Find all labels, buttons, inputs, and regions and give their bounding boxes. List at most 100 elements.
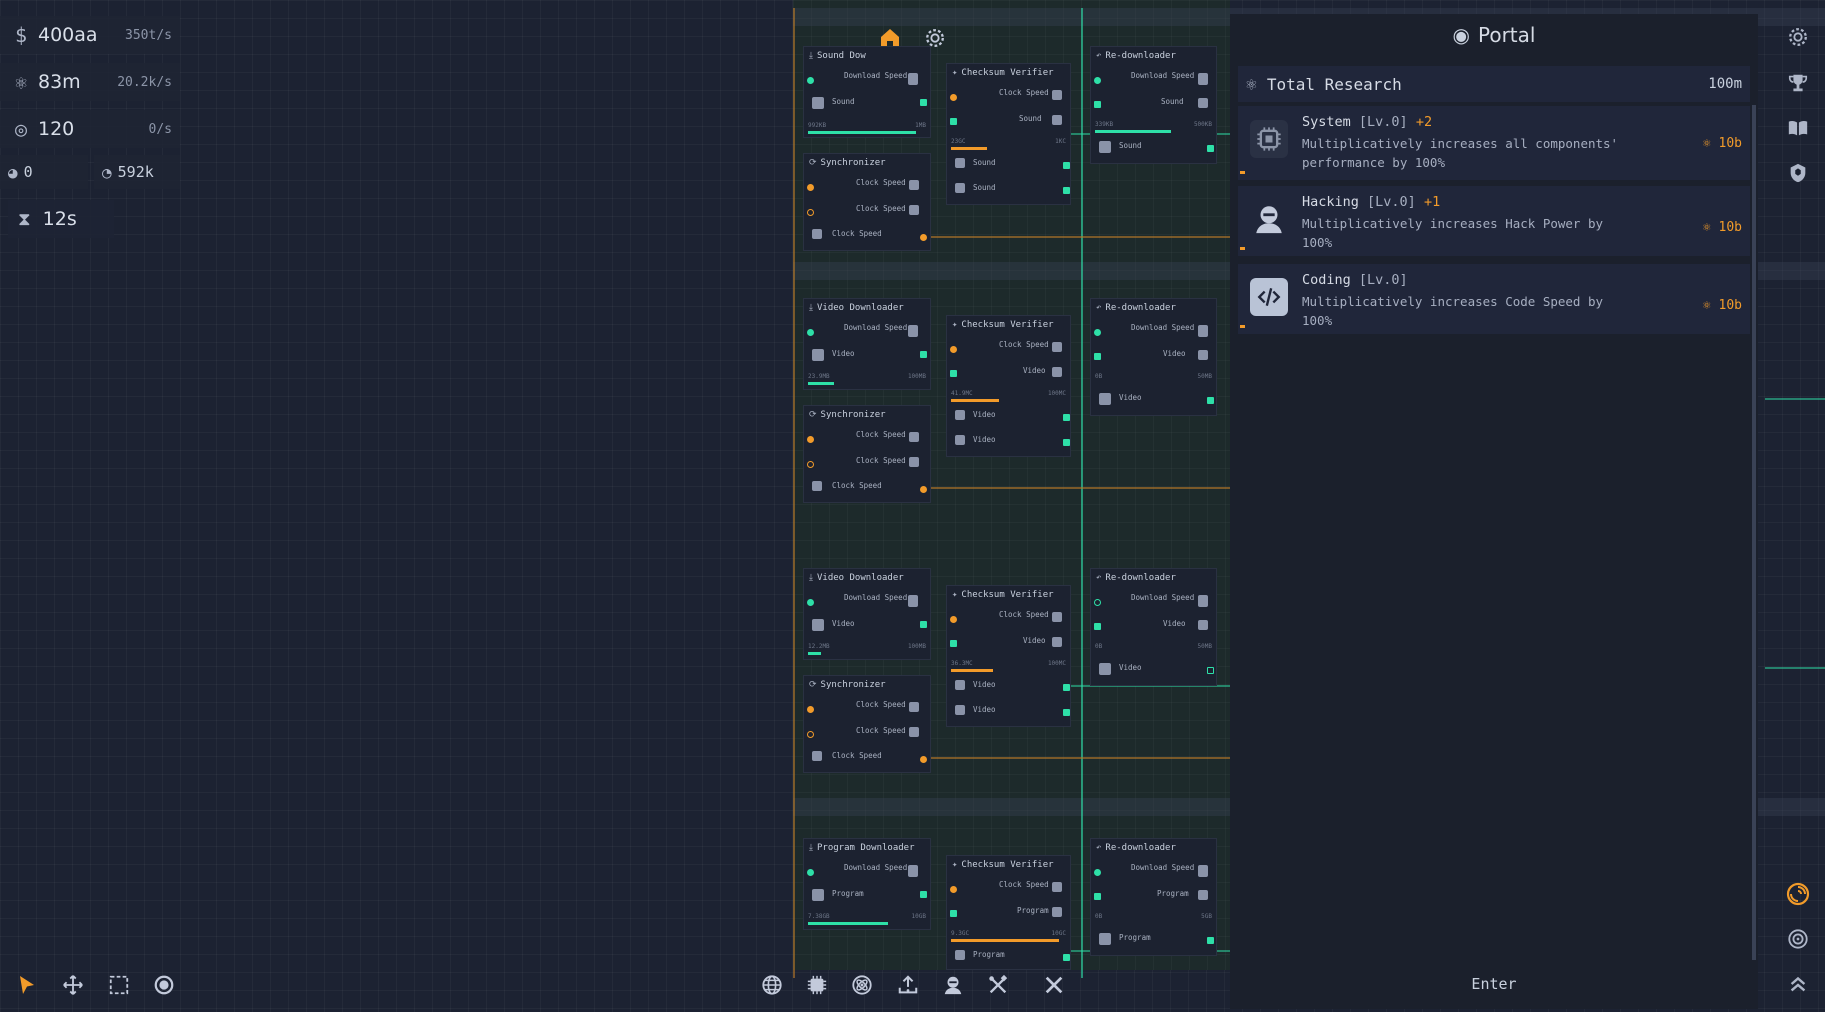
- input-port[interactable]: [1094, 893, 1101, 900]
- output-port[interactable]: [1207, 667, 1214, 674]
- input-port[interactable]: [950, 640, 957, 647]
- node-checksum-verifier[interactable]: ✦Checksum Verifier Clock Speed Video 36.…: [946, 585, 1071, 727]
- select-box-tool[interactable]: [102, 968, 136, 1002]
- input-port[interactable]: [807, 77, 814, 84]
- globe-tool[interactable]: [755, 968, 789, 1002]
- close-tool[interactable]: [1037, 968, 1071, 1002]
- input-port[interactable]: [807, 209, 814, 216]
- input-port[interactable]: [1094, 353, 1101, 360]
- hacker-tool[interactable]: [936, 968, 970, 1002]
- input-port[interactable]: [950, 370, 957, 377]
- tools-tool[interactable]: [981, 968, 1015, 1002]
- connector-line: [922, 487, 1230, 489]
- input-port[interactable]: [1094, 623, 1101, 630]
- input-port[interactable]: [807, 461, 814, 468]
- input-port[interactable]: [807, 599, 814, 606]
- output-port[interactable]: [920, 351, 927, 358]
- node-title: Synchronizer: [820, 410, 886, 420]
- atom-icon: [852, 975, 872, 995]
- shield-button[interactable]: [1783, 158, 1813, 188]
- settings-button[interactable]: [1783, 22, 1813, 52]
- node-synchronizer[interactable]: ⟳Synchronizer Clock Speed Clock Speed Cl…: [803, 675, 931, 773]
- node-sound-downloader[interactable]: ⤓Sound Dow Download Speed Sound 992KB 1M…: [803, 46, 931, 138]
- output-port[interactable]: [1063, 439, 1070, 446]
- connector-line: [1765, 667, 1825, 669]
- output-port[interactable]: [920, 756, 927, 763]
- row-label: Download Speed: [844, 593, 908, 602]
- trophy-icon: [1788, 74, 1808, 92]
- output-port[interactable]: [920, 621, 927, 628]
- input-port[interactable]: [807, 184, 814, 191]
- chip-tool[interactable]: [800, 968, 834, 1002]
- node-re-downloader[interactable]: ↶Re-downloader Download Speed Video 0B 5…: [1090, 568, 1217, 686]
- output-port[interactable]: [1063, 187, 1070, 194]
- home-button[interactable]: [874, 22, 906, 54]
- node-checksum-verifier[interactable]: ✦Checksum Verifier Clock Speed Sound 23G…: [946, 63, 1071, 205]
- output-port[interactable]: [920, 891, 927, 898]
- output-port[interactable]: [920, 99, 927, 106]
- output-port[interactable]: [1063, 709, 1070, 716]
- pointer-tool[interactable]: [10, 968, 44, 1002]
- achievements-button[interactable]: [1783, 68, 1813, 98]
- node-checksum-verifier[interactable]: ✦Checksum Verifier Clock Speed Program 9…: [946, 855, 1071, 970]
- input-port[interactable]: [807, 869, 814, 876]
- output-port[interactable]: [1207, 397, 1214, 404]
- input-port[interactable]: [950, 94, 957, 101]
- upload-tool[interactable]: [891, 968, 925, 1002]
- row-label: Clock Speed: [999, 880, 1049, 889]
- input-port[interactable]: [950, 346, 957, 353]
- clock-icon: [909, 727, 919, 737]
- enter-button[interactable]: Enter: [1238, 964, 1750, 1004]
- target-button[interactable]: [1783, 924, 1813, 954]
- circle-icon: [154, 975, 174, 995]
- node-synchronizer[interactable]: ⟳Synchronizer Clock Speed Clock Speed Cl…: [803, 153, 931, 251]
- input-port[interactable]: [807, 706, 814, 713]
- money-value: 400aa: [38, 24, 98, 46]
- input-port[interactable]: [950, 910, 957, 917]
- progress-bar: [951, 669, 993, 672]
- output-port[interactable]: [1063, 414, 1070, 421]
- input-port[interactable]: [950, 118, 957, 125]
- node-re-downloader[interactable]: ↶Re-downloader Download Speed Program 0B…: [1090, 838, 1217, 956]
- node-video-downloader[interactable]: ⤓Video Downloader Download Speed Video 1…: [803, 568, 931, 660]
- input-port[interactable]: [807, 731, 814, 738]
- output-port[interactable]: [1063, 684, 1070, 691]
- progress-min: 23GC: [951, 138, 966, 145]
- output-port[interactable]: [1063, 954, 1070, 961]
- node-video-downloader[interactable]: ⤓Video Downloader Download Speed Video 2…: [803, 298, 931, 390]
- input-port[interactable]: [807, 329, 814, 336]
- input-port[interactable]: [1094, 869, 1101, 876]
- input-port[interactable]: [1094, 77, 1101, 84]
- portal-scrollbar[interactable]: [1752, 105, 1756, 960]
- input-port[interactable]: [807, 436, 814, 443]
- download-icon: [908, 865, 918, 877]
- input-port[interactable]: [1094, 329, 1101, 336]
- board-settings-button[interactable]: [919, 22, 951, 54]
- circle-tool[interactable]: [147, 968, 181, 1002]
- output-port[interactable]: [1207, 145, 1214, 152]
- node-program-downloader[interactable]: ⤓Program Downloader Download Speed Progr…: [803, 838, 931, 930]
- node-synchronizer[interactable]: ⟳Synchronizer Clock Speed Clock Speed Cl…: [803, 405, 931, 503]
- output-port[interactable]: [920, 486, 927, 493]
- input-port[interactable]: [950, 886, 957, 893]
- research-item-coding[interactable]: Coding [Lv.0] Multiplicatively increases…: [1238, 264, 1750, 334]
- portal-button[interactable]: [1783, 879, 1813, 909]
- input-port[interactable]: [1094, 101, 1101, 108]
- progress-max: 50MB: [1197, 643, 1212, 650]
- output-port[interactable]: [1063, 162, 1070, 169]
- book-button[interactable]: [1783, 113, 1813, 143]
- upgrade-button[interactable]: [1783, 969, 1813, 999]
- output-port[interactable]: [920, 234, 927, 241]
- node-re-downloader[interactable]: ↶Re-downloader Download Speed Video 0B 5…: [1090, 298, 1217, 416]
- research-item-system[interactable]: System [Lv.0] +2 Multiplicatively increa…: [1238, 106, 1750, 180]
- node-re-downloader[interactable]: ↶Re-downloader Download Speed Sound 339K…: [1090, 46, 1217, 164]
- research-item-hacking[interactable]: Hacking [Lv.0] +1 Multiplicatively incre…: [1238, 186, 1750, 256]
- node-checksum-verifier[interactable]: ✦Checksum Verifier Clock Speed Video 41.…: [946, 315, 1071, 457]
- progress-min: 12.2MB: [808, 643, 830, 650]
- move-tool[interactable]: [56, 968, 90, 1002]
- output-port[interactable]: [1207, 937, 1214, 944]
- input-port[interactable]: [950, 616, 957, 623]
- research-tool[interactable]: [845, 968, 879, 1002]
- input-port[interactable]: [1094, 599, 1101, 606]
- clock-icon: [909, 457, 919, 467]
